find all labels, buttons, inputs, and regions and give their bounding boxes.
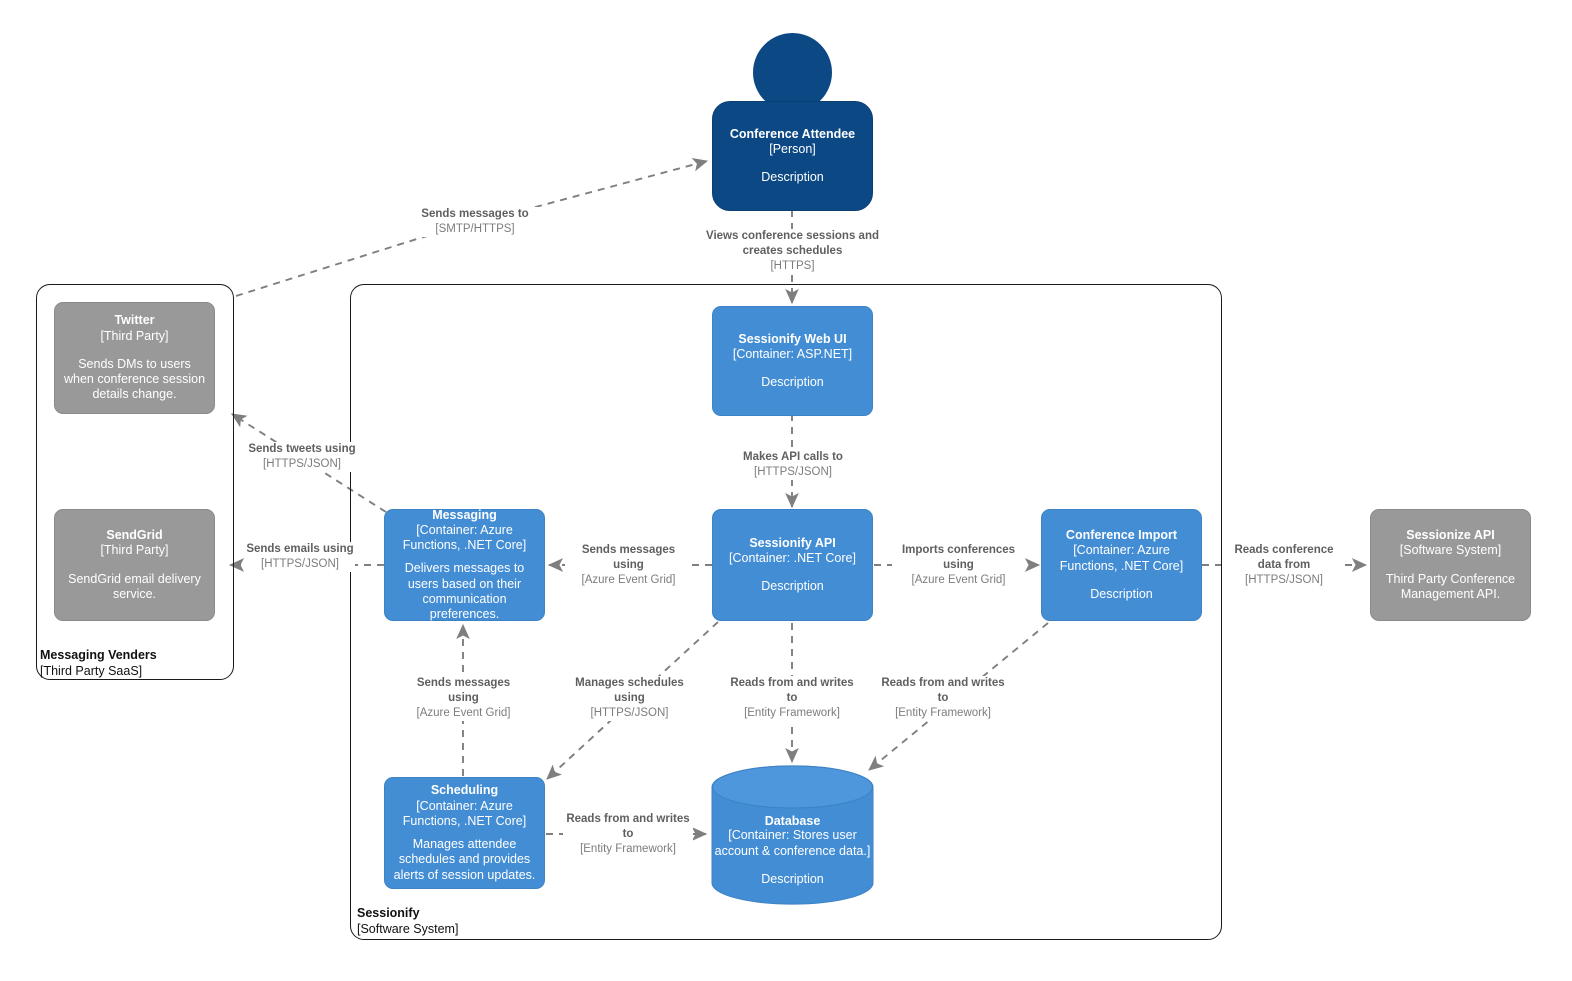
edge-label-main: Reads from and writes to	[730, 677, 854, 704]
node-desc: Delivers messages to users based on thei…	[404, 561, 525, 622]
edge-label-messaging-to-sendgrid: Sends emails using [HTTPS/JSON]	[245, 542, 355, 572]
node-title: SendGrid	[106, 528, 163, 542]
node-database[interactable]	[711, 765, 874, 905]
edge-label-attendee-to-webui: Views conference sessions and creates sc…	[705, 229, 880, 274]
database-text-block: Database [Container: Stores user account…	[706, 800, 879, 900]
node-messaging[interactable]: Messaging [Container: Azure Functions, .…	[384, 507, 545, 622]
edge-label-tech: [HTTPS/JSON]	[263, 457, 341, 470]
node-desc: Description	[761, 871, 824, 886]
edge-label-api-to-messaging: Sends messages using [Azure Event Grid]	[565, 543, 692, 588]
node-sessionify-web-ui[interactable]: Sessionify Web UI [Container: ASP.NET] D…	[712, 306, 873, 416]
database-cylinder-icon	[711, 765, 874, 905]
boundary-name: Sessionify	[357, 906, 420, 920]
node-tech: [Container: Azure Functions, .NET Core]	[1059, 543, 1184, 573]
node-tech: [Container: ASP.NET]	[732, 346, 853, 361]
edge-label-tech: [Azure Event Grid]	[581, 573, 676, 586]
boundary-sessionify	[350, 284, 1222, 940]
node-desc: Description	[761, 170, 824, 185]
node-title: Messaging	[432, 507, 497, 522]
edge-label-main: Sends messages using	[416, 677, 511, 704]
edge-label-import-to-sessionize: Reads conference data from [HTTPS/JSON]	[1225, 543, 1343, 588]
edge-label-messaging-to-attendee: Sends messages to [SMTP/HTTPS]	[390, 207, 560, 237]
edge-label-tech: [Azure Event Grid]	[911, 573, 1006, 586]
node-tech: [Person]	[769, 141, 816, 156]
node-scheduling[interactable]: Scheduling [Container: Azure Functions, …	[384, 777, 545, 889]
edge-label-webui-to-api: Makes API calls to [HTTPS/JSON]	[712, 450, 874, 480]
node-desc: Description	[1090, 586, 1153, 601]
node-sessionize-api[interactable]: Sessionize API [Software System] Third P…	[1370, 509, 1531, 621]
edge-label-tech: [Entity Framework]	[744, 706, 840, 719]
edge-label-tech: [HTTPS/JSON]	[1245, 573, 1323, 586]
edge-label-api-to-scheduling: Manages schedules using [HTTPS/JSON]	[563, 676, 696, 721]
edge-label-tech: [HTTPS/JSON]	[590, 706, 669, 719]
edge-label-import-to-database: Reads from and writes to [Entity Framewo…	[878, 676, 1008, 721]
node-title: Sessionize API	[1406, 528, 1495, 542]
edge-label-main: Manages schedules using	[575, 677, 684, 704]
node-title: Conference Attendee	[729, 126, 856, 141]
boundary-messaging-venders	[36, 284, 234, 680]
edge-label-main: Reads from and writes to	[881, 677, 1005, 704]
edge-label-main: Views conference sessions and creates sc…	[705, 230, 879, 257]
node-tech: [Container: Azure Functions, .NET Core]	[402, 798, 527, 828]
node-title: Conference Import	[1065, 528, 1178, 542]
edge-label-tech: [Entity Framework]	[895, 706, 991, 719]
edge-label-scheduling-to-messaging: Sends messages using [Azure Event Grid]	[400, 676, 527, 721]
node-title: Scheduling	[430, 783, 499, 798]
node-desc: Manages attendee schedules and provides …	[393, 837, 536, 882]
edge-label-main: Imports conferences using	[901, 544, 1016, 571]
node-sendgrid[interactable]: SendGrid [Third Party] SendGrid email de…	[54, 509, 215, 621]
node-tech: [Third Party]	[100, 543, 169, 558]
node-tech: [Container: Azure Functions, .NET Core]	[402, 522, 527, 553]
edge-label-main: Sends messages to	[421, 208, 529, 220]
edge-label-messaging-to-twitter: Sends tweets using [HTTPS/JSON]	[247, 442, 357, 472]
edge-label-tech: [Entity Framework]	[580, 842, 676, 855]
node-title: Twitter	[114, 313, 155, 328]
node-title: Sessionify API	[749, 535, 836, 550]
node-title: Database	[764, 814, 821, 829]
node-tech: [Container: .NET Core]	[729, 550, 856, 565]
node-tech: [Container: Stores user account & confer…	[714, 828, 871, 858]
node-desc: SendGrid email delivery service.	[68, 571, 201, 601]
edge-label-tech: [SMTP/HTTPS]	[435, 222, 515, 235]
node-tech: [Software System]	[1399, 543, 1502, 558]
node-tech: [Third Party]	[100, 328, 169, 343]
edge-label-main: Reads from and writes to	[566, 813, 690, 840]
edge-label-main: Sends messages using	[581, 544, 676, 571]
node-desc: Third Party Conference Management API.	[1385, 571, 1516, 601]
edge-label-api-to-database: Reads from and writes to [Entity Framewo…	[727, 676, 857, 721]
edge-label-tech: [HTTPS/JSON]	[261, 557, 339, 570]
edge-label-scheduling-to-database: Reads from and writes to [Entity Framewo…	[563, 812, 693, 857]
person-head-icon	[753, 33, 832, 112]
boundary-messaging-venders-label: Messaging Venders [Third Party SaaS]	[40, 648, 230, 679]
edge-label-main: Reads conference data from	[1234, 544, 1334, 571]
node-desc: Description	[761, 579, 824, 594]
edge-label-tech: [HTTPS/JSON]	[754, 465, 832, 478]
edge-label-api-to-import: Imports conferences using [Azure Event G…	[892, 543, 1025, 588]
boundary-sessionify-label: Sessionify [Software System]	[357, 906, 577, 937]
edge-label-main: Makes API calls to	[743, 451, 843, 463]
edge-label-main: Sends tweets using	[248, 443, 356, 455]
node-conference-attendee[interactable]: Conference Attendee [Person] Description	[712, 101, 873, 211]
node-twitter[interactable]: Twitter [Third Party] Sends DMs to users…	[54, 302, 215, 414]
node-title: Sessionify Web UI	[738, 331, 847, 346]
edge-label-main: Sends emails using	[246, 543, 354, 555]
boundary-name: Messaging Venders	[40, 648, 157, 662]
boundary-tech: [Software System]	[357, 921, 459, 936]
node-desc: Description	[761, 375, 824, 390]
edge-label-tech: [Azure Event Grid]	[416, 706, 511, 719]
boundary-tech: [Third Party SaaS]	[40, 663, 143, 678]
node-conference-import[interactable]: Conference Import [Container: Azure Func…	[1041, 509, 1202, 621]
edge-label-tech: [HTTPS]	[770, 259, 815, 272]
node-desc: Sends DMs to users when conference sessi…	[63, 356, 206, 402]
node-sessionify-api[interactable]: Sessionify API [Container: .NET Core] De…	[712, 509, 873, 621]
